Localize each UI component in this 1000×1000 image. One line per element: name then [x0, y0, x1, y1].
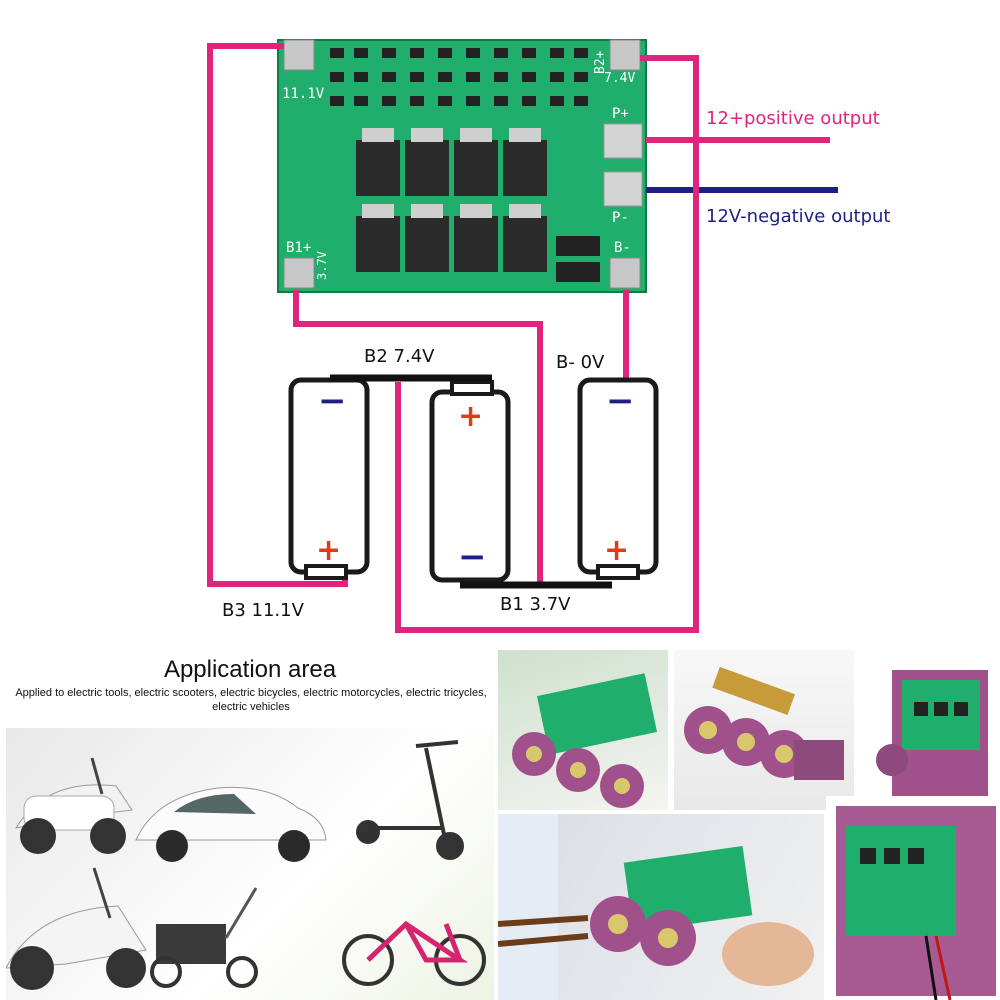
silk-b2-voltage: 7.4V [604, 71, 635, 86]
silk-b-minus: B- [614, 240, 631, 256]
pad-b3 [283, 39, 315, 71]
electric-bicycle-image [342, 920, 486, 986]
application-area-description: Applied to electric tools, electric scoo… [15, 687, 487, 713]
battery-minus-sign: − [318, 381, 347, 421]
silk-p-plus: P+ [612, 106, 629, 122]
positive-output-label: 12+positive output [706, 108, 880, 129]
pad-b2 [609, 39, 641, 71]
wire-b3 [207, 43, 348, 587]
bms-pcb-board: 11.1V B2+ 7.4V P+ P- B1+ 3.7V B- [277, 39, 647, 293]
mosfet-array [356, 128, 547, 272]
electric-car-image [135, 786, 327, 862]
pad-p-minus [603, 171, 643, 207]
node-label-b1: B1 3.7V [500, 594, 571, 615]
electric-tricycle-image [150, 887, 258, 988]
battery-minus-sign: − [606, 381, 635, 421]
node-label-b3: B3 11.1V [222, 600, 304, 621]
silk-b1-plus: B1+ [286, 240, 311, 256]
wire-b2 [395, 55, 699, 633]
shunt-resistor [556, 236, 600, 256]
battery-plus-sign: + [316, 533, 341, 568]
battery-plus-sign: + [458, 399, 483, 434]
pad-b-minus [609, 257, 641, 289]
silk-b2: B2+ [593, 50, 608, 74]
bms-wiring-diagram: 11.1V B2+ 7.4V P+ P- B1+ 3.7V B- − + + −… [207, 39, 838, 633]
silk-b1-voltage: 3.7V [315, 251, 329, 280]
application-area-title: Application area [163, 656, 337, 683]
electric-motorcycle-image [6, 867, 147, 990]
silk-b3-voltage: 11.1V [282, 86, 325, 102]
vehicle-collage [6, 728, 494, 1000]
battery-cell [577, 377, 659, 580]
electric-scooter-image [14, 757, 133, 854]
battery-pack-photo [674, 650, 854, 810]
node-label-b2: B2 7.4V [364, 346, 435, 367]
battery-cell [288, 377, 370, 580]
pad-p-plus [603, 123, 643, 159]
wire-b1 [293, 290, 543, 584]
shunt-resistor [556, 262, 600, 282]
assembled-pack-photo [862, 650, 1000, 810]
smd-component-rows [330, 48, 588, 106]
kick-scooter-image [356, 740, 464, 860]
soldering-photo [498, 814, 824, 1000]
node-label-b-minus: B- 0V [556, 352, 605, 373]
pack-with-wires-photo [826, 796, 1000, 1000]
bms-installed-photo [498, 650, 668, 810]
pad-b1 [283, 257, 315, 289]
battery-minus-sign: − [458, 537, 487, 577]
battery-cell [429, 380, 511, 583]
silk-p-minus: P- [612, 210, 629, 226]
negative-output-label: 12V-negative output [706, 206, 891, 227]
battery-plus-sign: + [604, 533, 629, 568]
